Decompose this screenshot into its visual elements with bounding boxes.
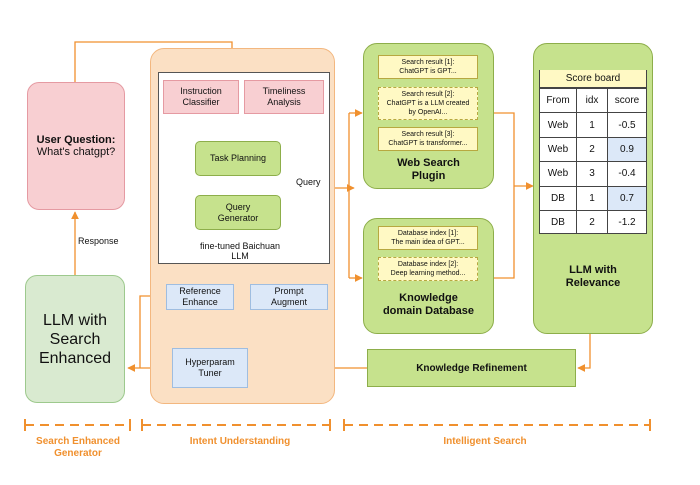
score-cell: 1 (576, 185, 607, 210)
search-result-3-line1: Search result [3]: (401, 131, 455, 138)
task-planning-label: Task Planning (209, 153, 267, 163)
score-cell: 0.9 (607, 136, 646, 162)
prompt-augment-line1: Prompt (274, 286, 304, 296)
search-result-3: Search result [3]: ChatGPT is transforme… (378, 127, 478, 151)
llm-relevance-title: LLM with Relevance (533, 262, 653, 292)
fine-tuned-llm-label: fine-tuned Baichuan LLM (199, 241, 281, 261)
response-label: Response (78, 236, 119, 246)
llm-relevance-line1: LLM with (569, 264, 617, 276)
score-cell: Web (540, 136, 576, 161)
reference-enhance-box: Reference Enhance (166, 284, 234, 310)
prompt-augment-box: Prompt Augment (250, 284, 328, 310)
score-cell: 0.7 (607, 185, 646, 210)
score-cell: Web (540, 161, 576, 185)
llm-relevance-line2: Relevance (565, 277, 621, 289)
user-question-box: User Question: What's chatgpt? (27, 82, 125, 210)
score-cell: DB (540, 185, 576, 210)
score-cell: DB (540, 210, 576, 234)
task-planning-box: Task Planning (195, 141, 281, 176)
timeliness-analysis-line1: Timeliness (262, 86, 306, 96)
prompt-augment-line2: Augment (270, 297, 308, 307)
search-result-1: Search result [1]: ChatGPT is GPT... (378, 55, 478, 79)
stage-generator-line2: Generator (54, 448, 102, 459)
database-index-2: Database index [2]: Deep learning method… (378, 257, 478, 281)
search-result-1-line1: Search result [1]: (401, 59, 455, 66)
search-result-3-line2: ChatGPT is transformer... (388, 140, 468, 147)
instruction-classifier-line1: Instruction (180, 86, 222, 96)
hyperparam-tuner-line2: Tuner (198, 368, 222, 378)
stage-generator-line1: Search Enhanced (36, 436, 120, 447)
web-search-title-line2: Plugin (411, 170, 446, 182)
reference-enhance-line1: Reference (179, 286, 221, 296)
query-label: Query (296, 177, 321, 187)
score-cell: 2 (576, 136, 607, 162)
instruction-classifier-line2: Classifier (182, 97, 220, 107)
timeliness-analysis-line2: Analysis (267, 97, 301, 107)
knowledge-db-title-line2: domain Database (382, 305, 475, 317)
llm-se-line1: LLM with (42, 311, 108, 329)
score-header-cell: idx (576, 88, 607, 113)
search-result-2-line1: Search result [2]: (401, 91, 455, 98)
score-cell: 1 (576, 112, 607, 137)
score-cell: -1.2 (607, 210, 646, 235)
score-cell: Web (540, 112, 576, 136)
query-generator-box: Query Generator (195, 195, 281, 230)
search-result-2-line3: by OpenAI... (408, 109, 448, 116)
reference-enhance-line2: Enhance (182, 297, 218, 307)
web-search-plugin-title: Web Search Plugin (363, 156, 494, 184)
score-cell: -0.5 (607, 112, 646, 137)
database-index-1-line2: The main idea of GPT... (391, 239, 465, 246)
knowledge-db-title-line1: Knowledge (399, 292, 458, 304)
web-search-title-line1: Web Search (397, 157, 460, 169)
score-cell: 3 (576, 161, 607, 186)
database-index-1-line1: Database index [1]: (397, 230, 459, 237)
user-question-text: What's chatgpt? (36, 146, 116, 158)
search-result-2: Search result [2]: ChatGPT is a LLM crea… (378, 87, 478, 120)
stage-intent-understanding: Intent Understanding (189, 436, 291, 447)
database-index-2-line2: Deep learning method... (390, 270, 466, 277)
score-cell: 2 (576, 210, 607, 235)
user-question-title: User Question: (36, 134, 116, 146)
stage-search-enhanced-generator: Search Enhanced Generator (24, 436, 132, 460)
query-generator-line1: Query (225, 201, 251, 212)
score-board-title: Score board (540, 70, 646, 88)
query-generator-line2: Generator (217, 212, 259, 223)
score-cell: -0.4 (607, 161, 646, 186)
hyperparam-tuner-line1: Hyperparam (185, 357, 235, 367)
knowledge-refinement-box: Knowledge Refinement (367, 349, 576, 387)
score-header-cell: score (607, 88, 646, 113)
database-index-1: Database index [1]: The main idea of GPT… (378, 226, 478, 250)
search-result-2-line2: ChatGPT is a LLM created (386, 100, 470, 107)
llm-search-enhanced-box: LLM with Search Enhanced (25, 275, 125, 403)
timeliness-analysis-box: Timeliness Analysis (244, 80, 324, 114)
score-header-cell: From (540, 88, 576, 112)
instruction-classifier-box: Instruction Classifier (163, 80, 239, 114)
knowledge-database-title: Knowledge domain Database (363, 291, 494, 319)
search-result-1-line2: ChatGPT is GPT... (399, 68, 457, 75)
hyperparam-tuner-box: Hyperparam Tuner (172, 348, 248, 388)
database-index-2-line1: Database index [2]: (397, 261, 459, 268)
knowledge-refinement-label: Knowledge Refinement (416, 362, 527, 374)
llm-se-line3: Enhanced (38, 349, 112, 367)
llm-se-line2: Search (49, 330, 101, 348)
stage-intelligent-search: Intelligent Search (443, 436, 527, 447)
